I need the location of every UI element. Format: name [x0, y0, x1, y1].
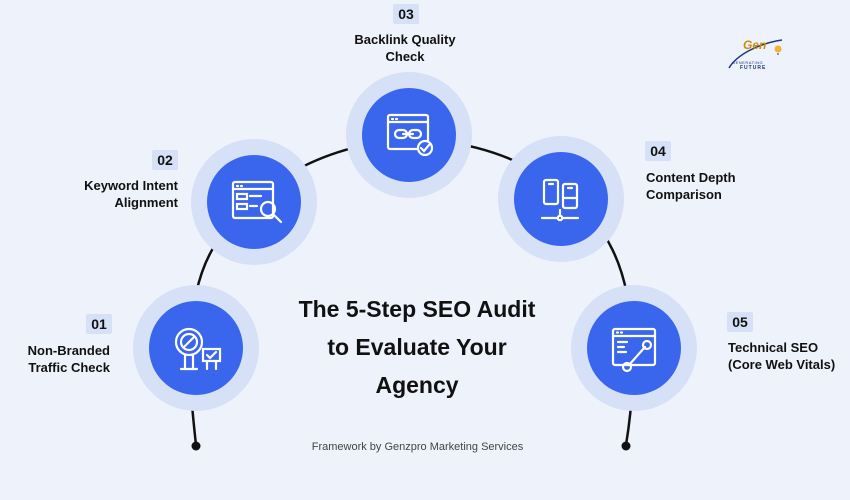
logo-tagline: FUTURE [740, 65, 767, 71]
node-core [207, 155, 301, 249]
step-05-node [571, 285, 697, 411]
step-04-label-line-2: Comparison [646, 187, 722, 202]
logo-swoosh-icon [728, 39, 783, 69]
step-02-label-line-1: Keyword Intent [84, 178, 178, 193]
step-03-number: 03 [393, 4, 419, 24]
genzpro-logo: Gen GENERATING FUTURE [726, 34, 786, 74]
browser-search-icon [231, 180, 283, 224]
step-01-node [133, 285, 259, 411]
step-01-label-line-1: Non-Branded [27, 343, 110, 358]
title-line-3: Agency [375, 372, 459, 398]
code-wrench-icon [611, 327, 657, 373]
step-01-label-line-2: Traffic Check [28, 360, 110, 375]
step-05-label-line-1: Technical SEO [728, 340, 819, 355]
step-05-label-line-2: (Core Web Vitals) [728, 357, 836, 372]
magnifier-block-sign-icon [174, 327, 222, 371]
step-01-number: 01 [86, 314, 112, 334]
step-03-node [346, 72, 472, 198]
step-02-label: Keyword Intent Alignment [48, 177, 178, 211]
footer-credit: Framework by Genzpro Marketing Services [311, 441, 524, 453]
step-04-label-line-1: Content Depth [646, 170, 736, 185]
step-02-number: 02 [152, 150, 178, 170]
step-03-label-line-2: Check [385, 49, 425, 64]
link-check-icon [386, 113, 434, 157]
title-line-1: The 5-Step SEO Audit [298, 296, 536, 322]
logo-text: Gen [743, 38, 767, 52]
node-core [514, 152, 608, 246]
node-core [587, 301, 681, 395]
compare-devices-icon [540, 178, 580, 222]
step-02-node [191, 139, 317, 265]
step-02-label-line-2: Alignment [114, 195, 178, 210]
node-core [362, 88, 456, 182]
step-01-label: Non-Branded Traffic Check [10, 342, 110, 376]
step-04-node [498, 136, 624, 262]
step-04-number: 04 [645, 141, 671, 161]
arc-start-dot [191, 441, 201, 451]
step-05-label: Technical SEO (Core Web Vitals) [728, 339, 843, 373]
arc-end-dot [621, 441, 631, 451]
step-03-label-line-1: Backlink Quality [354, 32, 456, 47]
title-line-2: to Evaluate Your [327, 334, 507, 360]
step-05-number: 05 [727, 312, 753, 332]
diagram-title: The 5-Step SEO Audit to Evaluate Your Ag… [262, 290, 572, 404]
step-03-label: Backlink Quality Check [330, 31, 480, 65]
step-04-label: Content Depth Comparison [646, 169, 776, 203]
node-core [149, 301, 243, 395]
logo-tagline-small: GENERATING [732, 60, 764, 65]
